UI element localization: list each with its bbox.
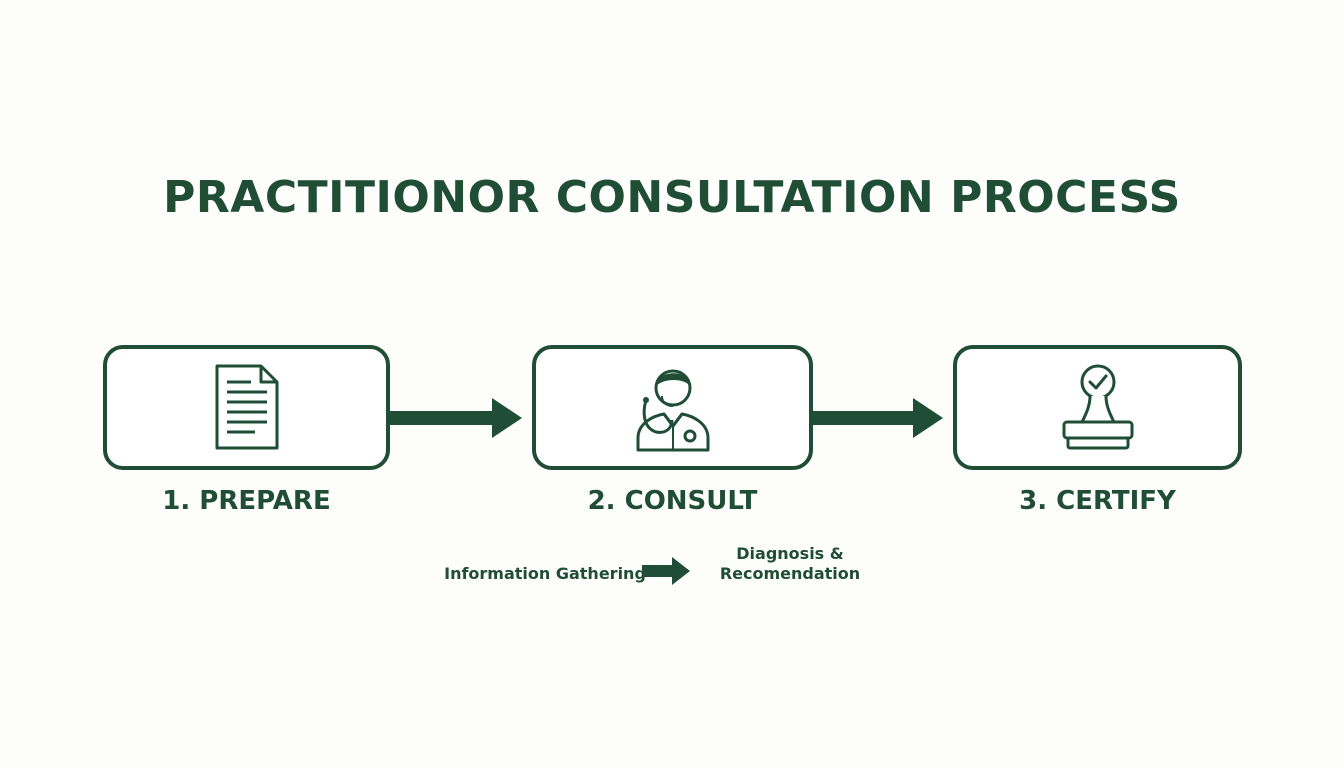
doctor-stethoscope-icon xyxy=(636,369,709,451)
step-box-prepare xyxy=(103,345,390,470)
step-box-consult xyxy=(532,345,813,470)
approval-stamp-icon xyxy=(1062,364,1133,449)
arrow-right-icon xyxy=(390,398,522,438)
sub-flow-to-label: Diagnosis & Recomendation xyxy=(690,544,890,584)
sub-flow-from-label: Information Gathering xyxy=(444,564,646,583)
page-title: PRACTITIONOR CONSULTATION PROCESS xyxy=(163,172,1181,223)
sub-flow-to-line2: Recomendation xyxy=(719,564,861,583)
sub-flow-to-line1: Diagnosis & xyxy=(736,544,844,563)
arrow-right-icon xyxy=(813,398,943,438)
document-icon xyxy=(215,364,278,449)
step-label-consult: 2. CONSULT xyxy=(587,486,758,516)
step-label-certify: 3. CERTIFY xyxy=(1019,486,1176,516)
step-label-prepare: 1. PREPARE xyxy=(162,486,331,516)
step-box-certify xyxy=(953,345,1242,470)
small-arrow-right-icon xyxy=(642,557,690,585)
